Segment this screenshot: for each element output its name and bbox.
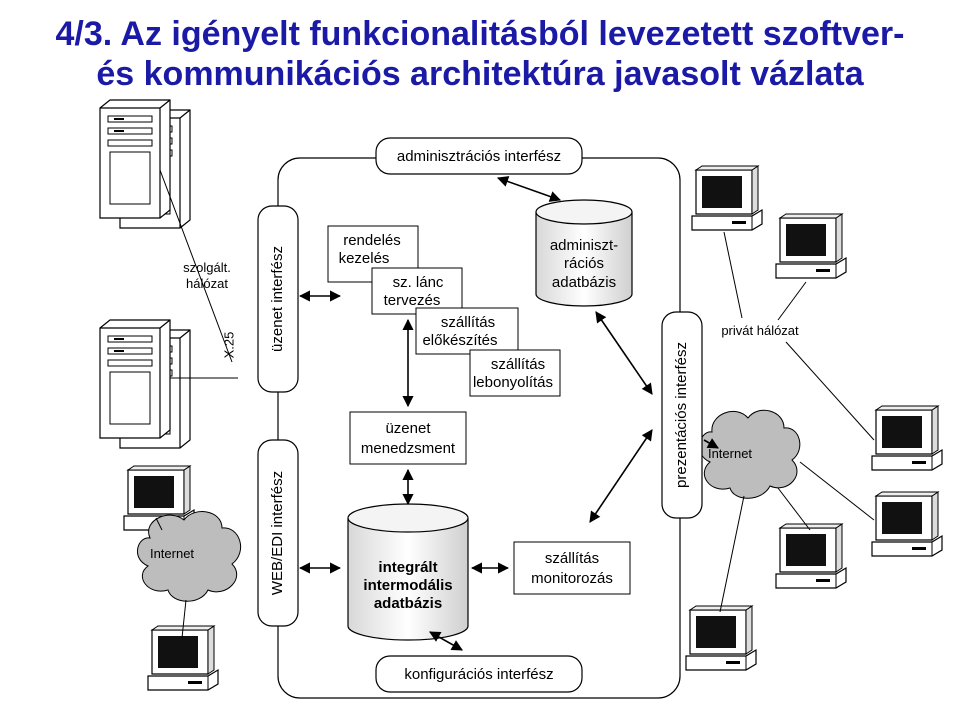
title-line-1: 4/3. Az igényelt funkcionalitásból levez… (55, 15, 905, 53)
admin-db-label-1: adminiszt- (550, 237, 618, 254)
message-management-label-2: menedzsment (361, 440, 456, 457)
config-interface (375, 655, 583, 693)
computer-icon-left-2 (147, 625, 219, 691)
service-network-label-2: hálózat (186, 276, 228, 291)
computer-icon-right-6 (685, 605, 757, 671)
integrated-db-label-1: integrált (378, 559, 437, 576)
message-interface (257, 205, 299, 393)
service-network-label-1: szolgált. (183, 260, 231, 275)
internet-cloud-right (699, 409, 801, 499)
link-server-x25 (159, 169, 233, 363)
server-icon-bottom (99, 319, 191, 449)
x25-label: X.25 (221, 332, 236, 359)
shipment-prep-label-1: szállítás (441, 314, 495, 331)
arrow-db-config (429, 631, 463, 651)
shipment-exec-box (469, 349, 561, 397)
presentation-interface-label: prezentációs interfész (673, 342, 690, 488)
presentation-interface (661, 311, 703, 519)
arrow-admin-interface-db (496, 176, 562, 202)
shipment-monitoring-label-1: szállítás (545, 550, 599, 567)
server-icon-top (99, 99, 191, 229)
computer-icon-right-3 (871, 405, 943, 471)
admin-db-label-3: adatbázis (552, 274, 616, 291)
internet-left-label: Internet (150, 546, 194, 561)
admin-db-label-2: rációs (564, 255, 604, 272)
computer-icon-right-2 (775, 213, 847, 279)
computer-icon-right-1 (691, 165, 763, 231)
shipment-prep-box (415, 307, 519, 355)
admin-database (535, 199, 633, 307)
admin-interface-label: adminisztrációs interfész (397, 148, 561, 165)
arrow-presentation-monitoring (589, 429, 653, 523)
internet-cloud-left (137, 511, 242, 602)
chain-planning-box (371, 267, 463, 315)
shipment-prep-label-2: előkészítés (422, 332, 497, 349)
computer-icon-right-5 (775, 523, 847, 589)
config-interface-label: konfigurációs interfész (404, 666, 553, 683)
integrated-database (347, 503, 469, 641)
title-line-2: és kommunikációs architektúra javasolt v… (96, 55, 864, 93)
webedi-interface (257, 439, 299, 627)
arrow-admin-db-presentation (595, 311, 653, 395)
arrow-presentation-internet (703, 438, 719, 449)
chain-planning-label-1: sz. lánc (393, 274, 444, 291)
private-network-label: privát hálózat (721, 323, 799, 338)
shipment-monitoring-label-2: monitorozás (531, 570, 613, 587)
chain-planning-label-2: tervezés (384, 292, 441, 309)
computer-icon-right-4 (871, 491, 943, 557)
order-handling-label-2: kezelés (339, 250, 390, 267)
webedi-interface-label: WEB/EDI interfész (269, 471, 286, 595)
internet-right-label: Internet (708, 446, 752, 461)
slide-title: 4/3. Az igényelt funkcionalitásból levez… (0, 14, 960, 94)
admin-interface (375, 137, 583, 175)
order-handling-label-1: rendelés (343, 232, 401, 249)
shipment-monitoring-box (513, 541, 631, 595)
shipment-exec-label-2: lebonyolítás (473, 374, 553, 391)
message-interface-label: üzenet interfész (269, 246, 286, 352)
integrated-db-label-3: adatbázis (374, 595, 442, 612)
shipment-exec-label-1: szállítás (491, 356, 545, 373)
message-management-box (349, 411, 467, 465)
integrated-db-label-2: intermodális (363, 577, 452, 594)
message-management-label-1: üzenet (385, 420, 431, 437)
